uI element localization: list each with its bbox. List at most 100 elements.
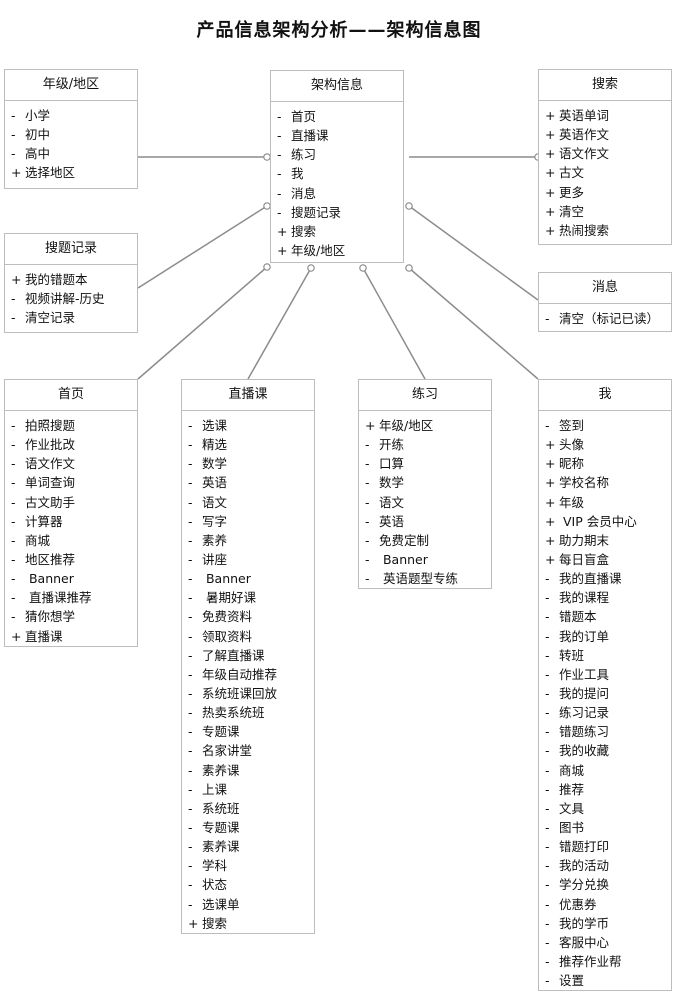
list-item-label: 名家讲堂 [202, 743, 253, 759]
expand-marker-icon: + [11, 272, 22, 287]
leaf-marker-icon: - [545, 685, 550, 701]
leaf-marker-icon: - [188, 781, 193, 797]
list-item-label: 语文作文 [559, 146, 610, 162]
list-item: -名家讲堂 [188, 741, 314, 760]
list-item-label: 作业工具 [559, 666, 610, 682]
list-item: -素养课 [188, 761, 314, 780]
list-item-label: 学分兑换 [559, 877, 610, 893]
list-item-label: 直播课推荐 [25, 590, 92, 606]
list-item-label: 练习记录 [559, 705, 610, 721]
list-item: -文具 [545, 799, 671, 818]
expand-marker-icon: + [188, 915, 199, 931]
list-item-label: 单词查询 [25, 475, 76, 491]
leaf-marker-icon: - [188, 896, 193, 912]
expand-marker-icon: + [545, 203, 556, 219]
leaf-marker-icon: - [188, 743, 193, 759]
list-item-label: 讲座 [202, 551, 228, 567]
list-item: -我的活动 [545, 856, 671, 875]
list-item: -语文作文 [11, 454, 137, 473]
list-item: -素养课 [188, 837, 314, 856]
list-item-label: 学科 [202, 858, 228, 874]
leaf-marker-icon: - [365, 551, 370, 567]
leaf-marker-icon: - [11, 590, 16, 606]
leaf-marker-icon: - [188, 666, 193, 682]
list-item-label: 暑期好课 [202, 590, 256, 606]
list-item: -推荐 [545, 780, 671, 799]
box-history: 搜题记录+我的错题本-视频讲解-历史-清空记录 [4, 233, 138, 333]
leaf-marker-icon: - [545, 647, 550, 663]
list-item: -年级自动推荐 [188, 665, 314, 684]
leaf-marker-icon: - [11, 571, 16, 587]
list-item: -免费定制 [365, 531, 491, 550]
list-item-label: 图书 [559, 819, 585, 835]
leaf-marker-icon: - [545, 858, 550, 874]
list-item-label: 小学 [25, 108, 51, 123]
leaf-marker-icon: - [545, 877, 550, 893]
list-item: -选课单 [188, 895, 314, 914]
list-item: -古文助手 [11, 493, 137, 512]
list-item-label: 专题课 [202, 819, 240, 835]
box-item-list: +我的错题本-视频讲解-历史-清空记录 [5, 265, 137, 327]
list-item: - 暑期好课 [188, 588, 314, 607]
leaf-marker-icon: - [545, 418, 550, 433]
list-item-label: 英语单词 [559, 108, 610, 123]
list-item: -错题打印 [545, 837, 671, 856]
expand-marker-icon: + [277, 242, 288, 258]
list-item: -英语 [188, 473, 314, 492]
list-item-label: 数学 [202, 456, 228, 472]
box-title: 搜索 [539, 70, 671, 101]
list-item: -错题练习 [545, 722, 671, 741]
list-item-label: 语文 [202, 494, 228, 510]
list-item-label: 昵称 [559, 456, 585, 472]
leaf-marker-icon: - [365, 532, 370, 548]
box-title: 年级/地区 [5, 70, 137, 101]
list-item: -系统班 [188, 799, 314, 818]
list-item-label: 口算 [379, 456, 405, 472]
leaf-marker-icon: - [545, 819, 550, 835]
box-message: 消息-清空（标记已读） [538, 272, 672, 332]
list-item-label: 错题本 [559, 609, 597, 625]
list-item-label: 免费资料 [202, 609, 253, 625]
list-item: -我的直播课 [545, 569, 671, 588]
list-item: +古文 [545, 163, 671, 182]
list-item-label: 拍照搜题 [25, 418, 76, 433]
leaf-marker-icon: - [11, 456, 16, 472]
list-item: -免费资料 [188, 607, 314, 626]
list-item: -我的收藏 [545, 741, 671, 760]
box-item-list: -选课-精选-数学-英语-语文-写字-素养-讲座- Banner- 暑期好课-免… [182, 411, 314, 933]
list-item: -语文 [365, 493, 491, 512]
list-item: +昵称 [545, 454, 671, 473]
list-item-label: 商城 [559, 762, 585, 778]
list-item: -练习 [277, 145, 403, 164]
leaf-marker-icon: - [11, 437, 16, 453]
leaf-marker-icon: - [545, 839, 550, 855]
list-item-label: 搜索 [202, 915, 228, 931]
list-item: +搜索 [277, 222, 403, 241]
link-me [408, 267, 539, 380]
list-item: -直播课 [277, 126, 403, 145]
leaf-marker-icon: - [188, 628, 193, 644]
list-item-label: 我的学币 [559, 915, 610, 931]
list-item-label: 猜你想学 [25, 609, 76, 625]
list-item-label: 语文作文 [25, 456, 76, 472]
list-item-label: 我 [291, 166, 304, 182]
list-item-label: Banner [25, 571, 74, 587]
list-item-label: Banner [379, 551, 428, 567]
list-item-label: 年级/地区 [379, 418, 434, 433]
list-item-label: 头像 [559, 437, 585, 453]
list-item: +语文作文 [545, 144, 671, 163]
list-item-label: 领取资料 [202, 628, 253, 644]
list-item: +直播课 [11, 627, 137, 646]
link-live [247, 267, 312, 380]
box-item-list: -拍照搜题-作业批改-语文作文-单词查询-古文助手-计算器-商城-地区推荐- B… [5, 411, 137, 646]
list-item: -开练 [365, 435, 491, 454]
list-item-label: Banner [202, 571, 251, 587]
list-item-label: 设置 [559, 973, 585, 989]
leaf-marker-icon: - [365, 513, 370, 529]
list-item: +助力期末 [545, 531, 671, 550]
list-item: -商城 [11, 531, 137, 550]
leaf-marker-icon: - [277, 204, 282, 220]
list-item: - Banner [188, 569, 314, 588]
list-item-label: 文具 [559, 800, 585, 816]
list-item: +我的错题本 [11, 270, 137, 289]
